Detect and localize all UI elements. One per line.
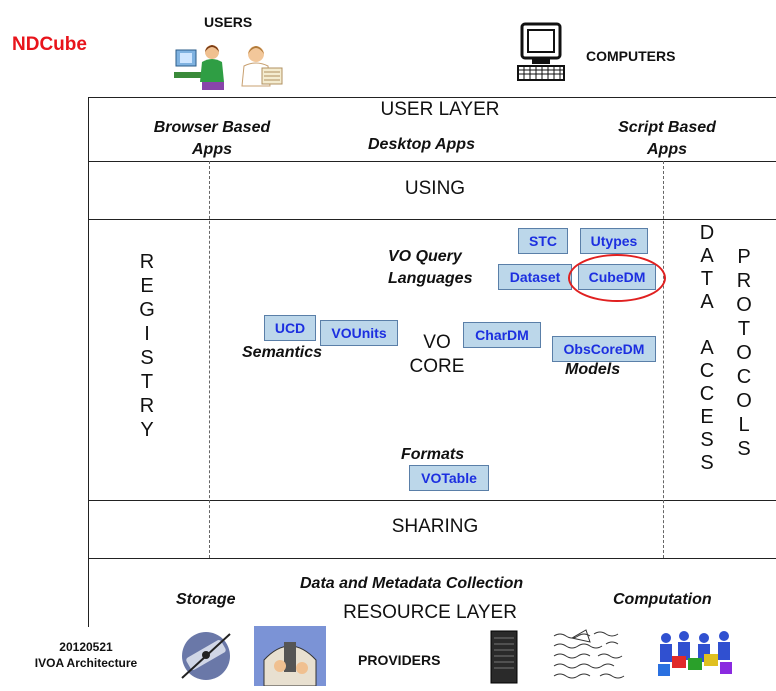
- protocols-divider: [663, 161, 664, 558]
- formats-label: Formats: [401, 446, 465, 463]
- computer-icon: [516, 22, 566, 84]
- handwritten-notes-icon: [550, 628, 632, 684]
- script-apps-label: Script Based Apps: [618, 119, 716, 158]
- using-divider: [88, 219, 776, 220]
- user-at-computer-icon: [172, 42, 232, 92]
- cubedm-highlight-circle: [568, 254, 666, 302]
- dataset-tag: Dataset: [498, 264, 572, 290]
- collection-label: Data and Metadata Collection: [300, 575, 524, 592]
- user-layer-divider: [88, 161, 776, 162]
- telescope-icon: [172, 626, 240, 684]
- registry-divider: [209, 161, 210, 558]
- puzzle-people-icon: [652, 628, 744, 684]
- storage-label: Storage: [176, 591, 236, 608]
- observatory-icon: [254, 626, 326, 687]
- ucd-tag: UCD: [264, 315, 316, 341]
- server-rack-icon: [490, 630, 518, 684]
- user-layer-title: USER LAYER: [380, 99, 500, 120]
- vo-core-label: VO CORE: [409, 332, 465, 377]
- footer-caption: IVOA Architecture: [34, 656, 138, 670]
- computation-label: Computation: [613, 591, 712, 608]
- models-label: Models: [565, 361, 621, 378]
- providers-label: PROVIDERS: [358, 652, 441, 668]
- vounits-tag: VOUnits: [320, 320, 398, 346]
- sharing-label: SHARING: [391, 516, 479, 537]
- desktop-apps-label: Desktop Apps: [368, 136, 475, 153]
- brand-title: NDCube: [12, 34, 87, 55]
- using-label: USING: [404, 178, 466, 199]
- chardm-tag: CharDM: [463, 322, 541, 348]
- top-border: [88, 97, 776, 98]
- votable-tag: VOTable: [409, 465, 489, 491]
- sharing-divider: [88, 500, 776, 501]
- user-reading-icon: [236, 42, 288, 92]
- browser-apps-label: Browser Based Apps: [153, 119, 271, 158]
- resource-layer-divider: [88, 558, 776, 559]
- users-label: USERS: [204, 14, 253, 30]
- footer-date: 20120521: [59, 640, 113, 654]
- stc-tag: STC: [518, 228, 568, 254]
- computers-label: COMPUTERS: [586, 48, 676, 64]
- utypes-tag: Utypes: [580, 228, 648, 254]
- resource-layer-title: RESOURCE LAYER: [343, 602, 517, 623]
- left-border: [88, 97, 89, 627]
- obscoredm-tag: ObsCoreDM: [552, 336, 656, 362]
- query-languages-label: VO Query Languages: [388, 248, 473, 287]
- semantics-label: Semantics: [242, 344, 323, 361]
